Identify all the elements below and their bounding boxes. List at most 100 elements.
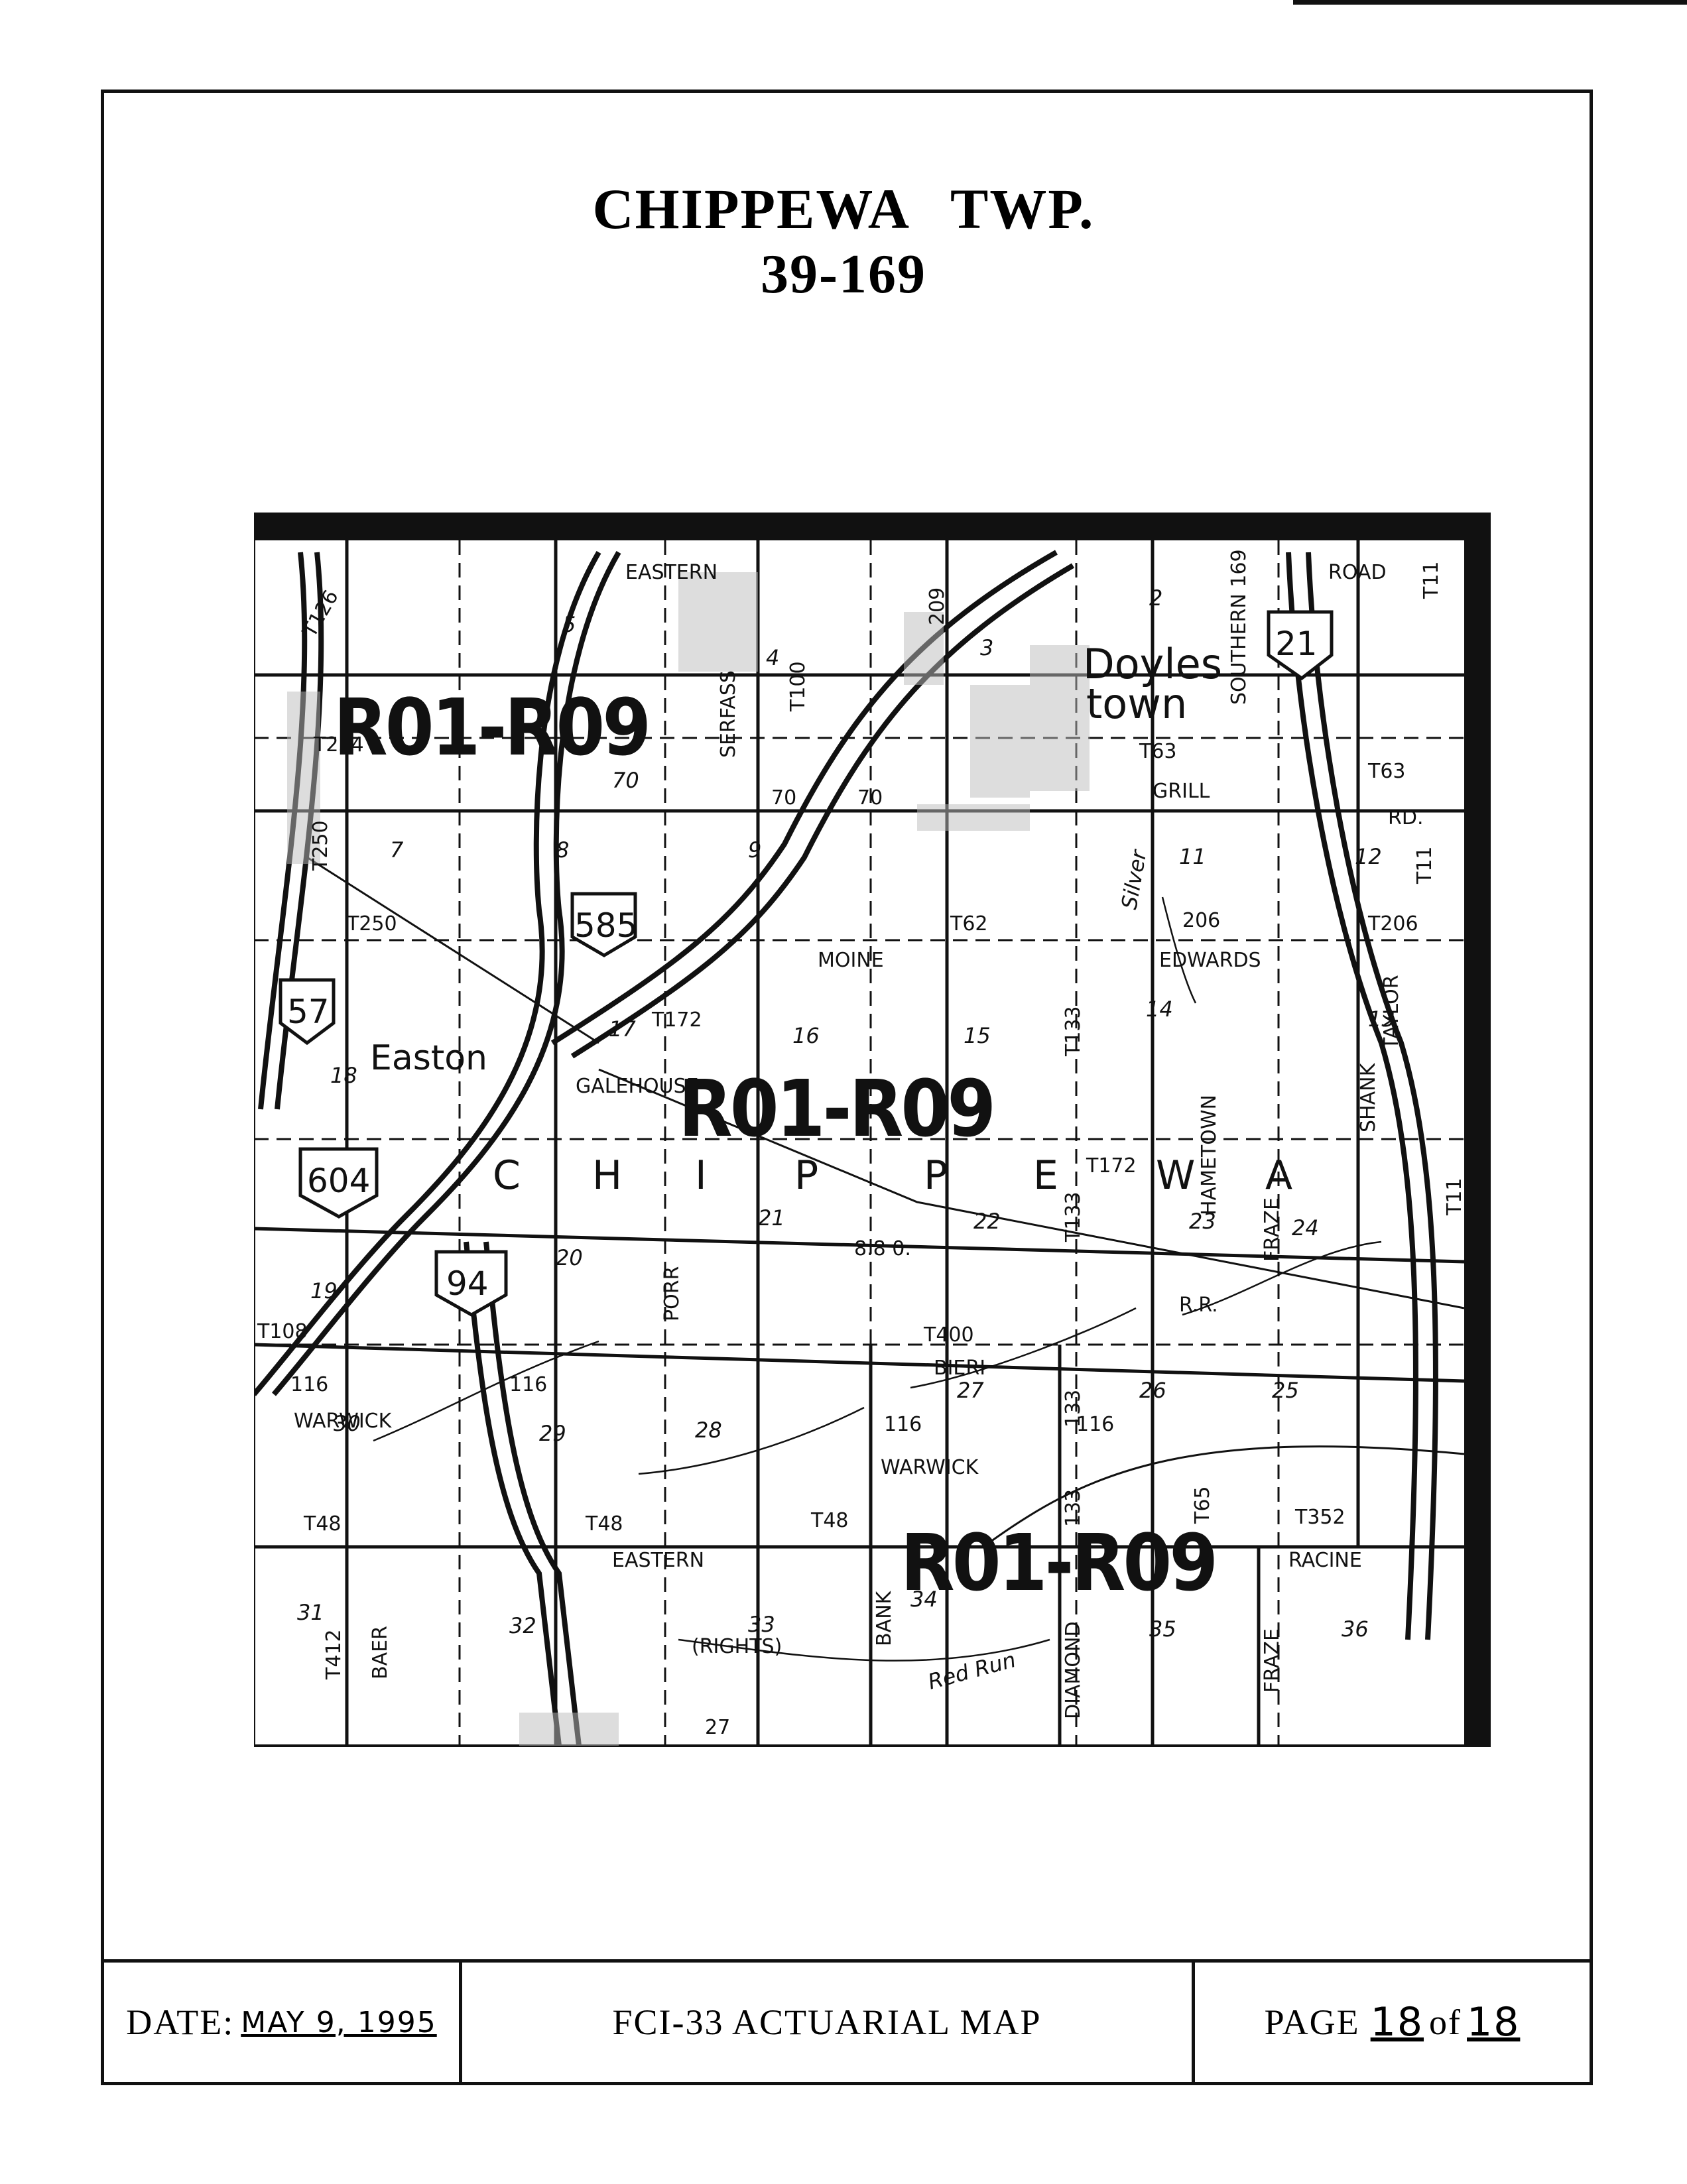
place-easton: Easton bbox=[370, 1038, 487, 1078]
road-label: 116 bbox=[290, 1373, 328, 1396]
section-number: 17 bbox=[609, 1016, 636, 1042]
road-label: T100 bbox=[786, 661, 810, 712]
section-number: 28 bbox=[695, 1418, 722, 1443]
section-number: 11 bbox=[1179, 844, 1206, 869]
page-of: of bbox=[1429, 2002, 1462, 2042]
section-number: 16 bbox=[792, 1023, 820, 1048]
stamp-r01-r09: R01-R09 bbox=[901, 1517, 1216, 1608]
letter: A bbox=[1265, 1152, 1292, 1199]
letter: W bbox=[1156, 1152, 1195, 1199]
road-label: T254 bbox=[313, 733, 364, 757]
section-number: 21 bbox=[758, 1205, 785, 1231]
map-title: FCI-33 ACTUARIAL MAP bbox=[612, 2002, 1042, 2042]
route-shields bbox=[279, 610, 1334, 1317]
road-label: SERFASS bbox=[717, 670, 740, 758]
section-number: 12 bbox=[1355, 844, 1382, 869]
section-number: 7 bbox=[390, 837, 404, 863]
section-number: 5 bbox=[562, 612, 576, 637]
road-label: T250 bbox=[346, 912, 397, 936]
road-label: TAYLOR bbox=[1380, 975, 1403, 1050]
date-cell: DATE: MAY 9, 1995 bbox=[104, 1959, 459, 2085]
section-number: 35 bbox=[1149, 1616, 1176, 1642]
road-label: SHANK bbox=[1357, 1062, 1380, 1132]
stamp-r01-r09: R01-R09 bbox=[678, 1063, 993, 1154]
road-label: EDWARDS bbox=[1159, 949, 1261, 972]
road-label: (RIGHTS) bbox=[692, 1635, 782, 1658]
road-label: 8.8 0. bbox=[854, 1237, 911, 1260]
date-label: DATE: bbox=[126, 2002, 235, 2042]
road-label: T11 bbox=[1413, 847, 1436, 885]
letter: E bbox=[1033, 1152, 1058, 1199]
page-total: 18 bbox=[1467, 1999, 1521, 2045]
road-label: 206 bbox=[1182, 909, 1220, 932]
shield-21: 21 bbox=[1275, 625, 1318, 663]
page-number: 18 bbox=[1370, 1999, 1424, 2045]
road-label: HAMETOWN bbox=[1198, 1095, 1221, 1215]
roads bbox=[254, 540, 1465, 1746]
road-label: T11 bbox=[1443, 1178, 1466, 1217]
place-doylestown-1: Doyles bbox=[1083, 640, 1222, 688]
road-label: WARWICK bbox=[294, 1410, 393, 1433]
map-right-border bbox=[1464, 513, 1491, 1747]
road-label: 133 bbox=[1062, 1489, 1085, 1527]
road-label: T250 bbox=[309, 820, 332, 871]
stamp-r01-r09: R01-R09 bbox=[334, 682, 649, 773]
town-areas bbox=[287, 572, 1090, 1746]
road-label: BIERI bbox=[934, 1357, 985, 1380]
letter: P bbox=[794, 1152, 818, 1199]
road-label: BAER bbox=[369, 1626, 392, 1679]
section-number: 36 bbox=[1342, 1616, 1369, 1642]
section-number: 27 bbox=[957, 1378, 984, 1403]
place-doylestown-2: town bbox=[1086, 680, 1187, 728]
road-label: 70 bbox=[857, 786, 883, 810]
footer-divider bbox=[1192, 1959, 1195, 2085]
letter: I bbox=[695, 1152, 707, 1199]
road-label: MOINE bbox=[818, 949, 884, 972]
road-label: RACINE bbox=[1288, 1549, 1362, 1572]
section-number: 23 bbox=[1189, 1209, 1216, 1234]
section-numbers: 2 3 4 5 7 8 9 11 12 13 14 15 16 17 18 19… bbox=[297, 585, 1395, 1642]
streams bbox=[373, 896, 1382, 1662]
road-label: FRAZE bbox=[1261, 1197, 1284, 1262]
map-top-border bbox=[254, 513, 1491, 540]
road-label: T62 bbox=[950, 912, 988, 936]
page-label: PAGE bbox=[1264, 2002, 1360, 2042]
road-label: R.R. bbox=[1179, 1294, 1218, 1317]
section-number: 70 bbox=[612, 768, 639, 793]
section-number: 14 bbox=[1146, 997, 1173, 1022]
page-frame bbox=[101, 90, 1593, 2085]
section-number: 13 bbox=[1368, 1006, 1395, 1032]
road-label: DIAMOND bbox=[1062, 1621, 1085, 1719]
road-label: 133 bbox=[1062, 1390, 1085, 1427]
road-label: EASTERN bbox=[612, 1549, 704, 1572]
letter: P bbox=[924, 1152, 948, 1199]
section-number: 19 bbox=[310, 1278, 338, 1304]
road-label: T63 bbox=[1367, 760, 1406, 783]
page-subtitle: 39-169 bbox=[761, 243, 926, 305]
road-label: 116 bbox=[884, 1413, 922, 1436]
top-rule bbox=[1293, 0, 1687, 5]
shield-57: 57 bbox=[287, 993, 330, 1031]
road-label: RD. bbox=[1388, 806, 1423, 829]
shield-94: 94 bbox=[446, 1264, 489, 1303]
road-label: GALEHOUSE bbox=[576, 1075, 699, 1098]
road-label: T172 bbox=[1086, 1154, 1137, 1178]
road-label: 70 bbox=[771, 786, 796, 810]
road-label: 116 bbox=[509, 1373, 547, 1396]
road-label: ROAD bbox=[1328, 561, 1387, 584]
road-label: T172 bbox=[651, 1008, 702, 1032]
road-label: FRAZE bbox=[1261, 1628, 1284, 1693]
road-label: PORR bbox=[660, 1266, 684, 1321]
road-label: BANK bbox=[873, 1590, 896, 1646]
township-map: 21 57 585 604 94 Doyles town Easton C H … bbox=[254, 513, 1491, 1747]
section-number: 8 bbox=[556, 837, 569, 863]
letter: H bbox=[592, 1152, 622, 1199]
section-number: 30 bbox=[334, 1411, 361, 1436]
section-number: 20 bbox=[556, 1245, 583, 1270]
page-cell: PAGE 18 of 18 bbox=[1195, 1959, 1590, 2085]
section-number: 31 bbox=[297, 1600, 324, 1625]
road-label: T108 bbox=[257, 1320, 308, 1343]
road-label: T352 bbox=[1294, 1506, 1345, 1529]
road-label: SOUTHERN 169 bbox=[1227, 549, 1251, 705]
